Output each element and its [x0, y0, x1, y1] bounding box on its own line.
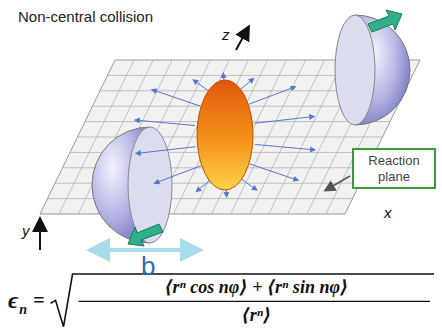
- formula-subscript: n: [19, 302, 27, 318]
- axis-label: x: [384, 204, 392, 221]
- callout-text: Reaction plane: [360, 153, 428, 184]
- axis-label: y: [22, 222, 30, 239]
- impact-parameter-label: b: [141, 252, 155, 282]
- flow-arrow: [152, 90, 201, 107]
- motion-arrow: [128, 224, 163, 246]
- flow-arrow: [135, 120, 195, 125]
- fireball: [197, 80, 253, 190]
- y-axis: [39, 220, 41, 250]
- flow-arrow: [154, 166, 201, 184]
- flow-arrow: [136, 147, 196, 154]
- fraction-bar: [79, 301, 430, 302]
- sqrt-sign: [51, 274, 434, 327]
- flow-arrow: [248, 87, 295, 105]
- formula-symbol: ϵ: [8, 287, 18, 315]
- flow-arrows: [135, 73, 315, 197]
- formula-equals: =: [33, 289, 44, 312]
- formula-denominator: ⟨rⁿ⟩: [241, 305, 271, 326]
- axis-label: z: [222, 26, 230, 43]
- flow-arrow: [249, 164, 298, 181]
- flow-arrow: [255, 144, 315, 149]
- leader-line: [326, 176, 350, 190]
- motion-arrow: [368, 10, 402, 32]
- z-axis: [236, 28, 248, 50]
- heading-text: Non-central collision: [18, 8, 153, 25]
- callout-box: Reaction plane: [352, 148, 436, 189]
- flow-arrow: [255, 116, 315, 123]
- formula-numerator: ⟨rⁿ cos nφ⟩ + ⟨rⁿ sin nφ⟩: [164, 277, 348, 298]
